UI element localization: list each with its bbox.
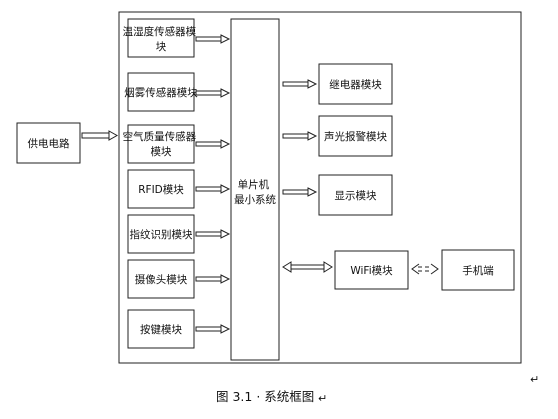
- power-supply-box: [16, 122, 81, 164]
- display-label: 显示模块: [335, 190, 377, 202]
- keypad-module: [127, 309, 195, 349]
- camera-label: 摄像头模块: [135, 273, 188, 286]
- power-to-system-arrow: [81, 130, 119, 141]
- alarm-label: 声光报警模块: [324, 130, 387, 143]
- phone-box: [441, 249, 515, 291]
- power-supply-label: 供电电路: [28, 137, 70, 150]
- air-quality-arrow: [195, 139, 231, 149]
- rfid-arrow: [195, 184, 231, 194]
- air-quality-module: [127, 124, 195, 164]
- temp-humidity-label: 温湿度传感器模 块: [123, 25, 200, 53]
- display-module: [318, 174, 393, 216]
- caption-mark: ↵: [318, 392, 327, 405]
- camera-module: [127, 259, 195, 299]
- alarm-module: [318, 115, 393, 157]
- wireless-link-dashed-arrow: [411, 263, 439, 275]
- display-arrow: [282, 187, 318, 197]
- temp-humidity-arrow: [195, 34, 231, 44]
- mcu-label: 单片机 最小系统: [234, 178, 276, 206]
- rfid-module: [127, 169, 195, 209]
- wifi-module: [334, 250, 409, 290]
- smoke-sensor-module: [127, 72, 195, 112]
- keypad-arrow: [195, 324, 231, 334]
- phone-label: 手机端: [462, 264, 494, 277]
- corner-mark: ↵: [530, 373, 539, 386]
- relay-label: 继电器模块: [329, 78, 382, 91]
- smoke-sensor-label: 烟雾传感器模块: [124, 86, 198, 99]
- smoke-sensor-arrow: [195, 88, 231, 98]
- temp-humidity-module: [127, 18, 195, 58]
- wifi-label: WiFi模块: [350, 265, 393, 277]
- system-frame: [118, 11, 522, 364]
- mcu-box: [230, 18, 280, 361]
- fingerprint-arrow: [195, 229, 231, 239]
- fingerprint-module: [127, 214, 195, 254]
- relay-arrow: [282, 79, 318, 89]
- figure-caption: 图 3.1 · 系统框图: [216, 389, 314, 404]
- alarm-arrow: [282, 131, 318, 141]
- mcu-wifi-bidirectional-arrow: [282, 261, 333, 273]
- relay-module: [318, 63, 393, 105]
- keypad-label: 按键模块: [140, 323, 182, 336]
- rfid-label: RFID模块: [138, 184, 184, 196]
- fingerprint-label: 指纹识别模块: [130, 228, 193, 241]
- air-quality-label: 空气质量传感器 模块: [123, 130, 200, 158]
- camera-arrow: [195, 274, 231, 284]
